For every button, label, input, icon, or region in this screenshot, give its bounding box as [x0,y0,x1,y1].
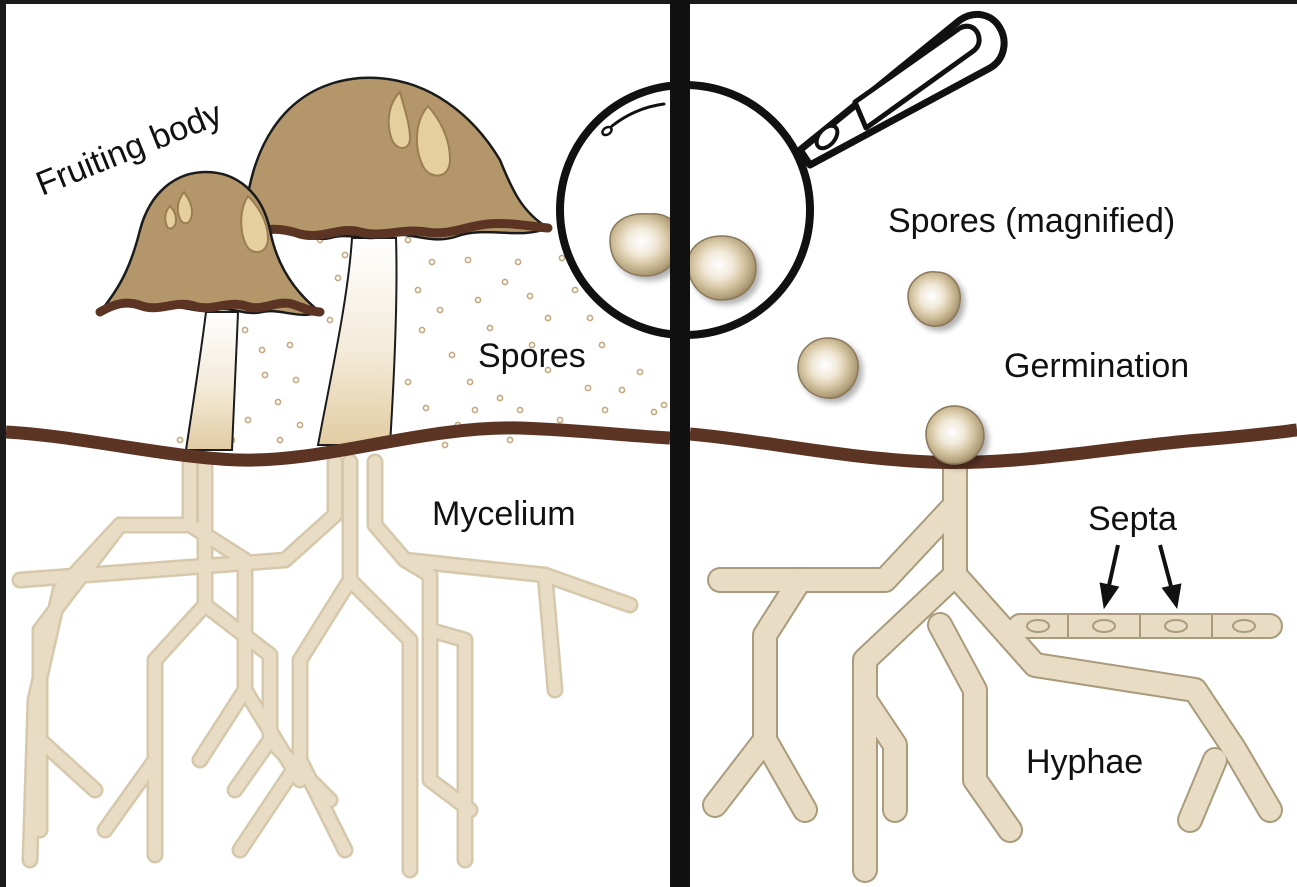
hyphae-label: Hyphae [1026,743,1143,781]
spore [798,338,858,398]
spore [688,236,756,300]
spores-magnified-label: Spores (magnified) [888,202,1175,240]
panel-divider [670,0,690,887]
mycelium-label: Mycelium [432,495,576,533]
spores-label: Spores [478,337,586,375]
spore [610,214,680,276]
septa-label: Septa [1088,500,1177,538]
germinating-spore [926,406,984,464]
germination-label: Germination [1004,347,1189,385]
